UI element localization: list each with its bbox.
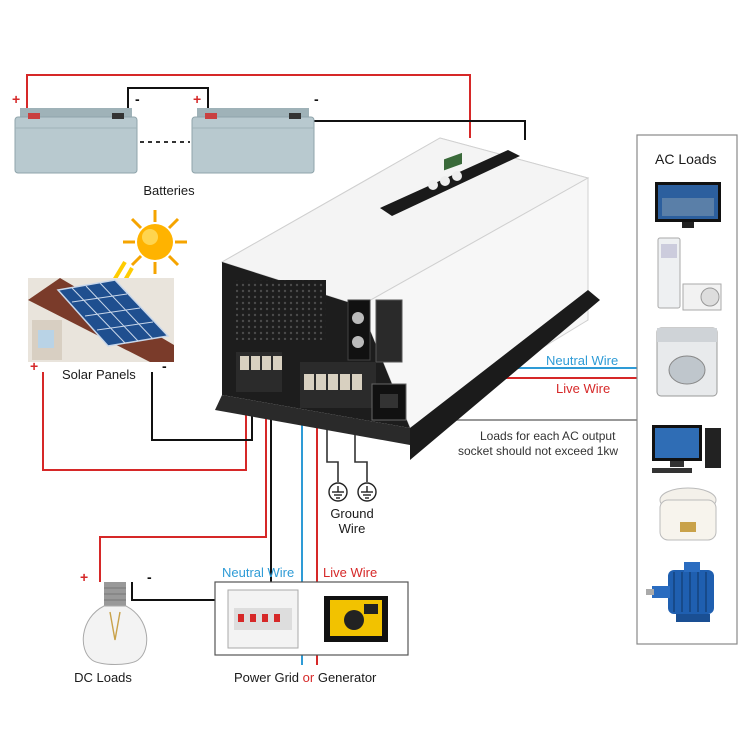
- rice-cooker-icon: [659, 487, 717, 541]
- ground-symbol-icon: [357, 482, 377, 502]
- light-bulb-icon: [82, 582, 148, 665]
- generator-icon: [324, 596, 388, 642]
- load-note-line1: Loads for each AC output: [480, 429, 616, 443]
- air-conditioner-icon: [657, 237, 722, 311]
- battery1-minus: -: [135, 91, 140, 107]
- load-note-line2: socket should not exceed 1kw: [458, 444, 619, 458]
- ac-loads-title: AC Loads: [655, 151, 717, 167]
- dc-load-plus: +: [80, 569, 89, 585]
- live-wire-label-bottom: Live Wire: [323, 565, 378, 580]
- batteries-label: Batteries: [143, 183, 195, 198]
- power-source-label: Power Grid or Generator: [234, 670, 376, 685]
- battery-series-wire: [127, 87, 209, 108]
- dc-load-minus: -: [147, 569, 152, 585]
- dc-load-negative-wire: [131, 408, 272, 601]
- washing-machine-icon: [656, 327, 718, 397]
- ground-wire-label-line2: Wire: [338, 521, 366, 536]
- breaker-panel-icon: [227, 589, 299, 649]
- battery-icon: [14, 108, 138, 174]
- solar-positive-wire: [42, 372, 247, 471]
- electric-motor-icon: [646, 562, 714, 622]
- neutral-wire-label-bottom: Neutral Wire: [222, 565, 295, 580]
- power-grid-text: Power Grid: [234, 670, 300, 685]
- ground-wires: [326, 418, 368, 482]
- battery-negative-wire: [307, 108, 526, 140]
- battery2-plus: +: [193, 91, 202, 107]
- solar-plus: +: [30, 358, 39, 374]
- load-limit-note: Loads for each AC output socket should n…: [458, 429, 618, 459]
- battery-positive-wire: [26, 74, 471, 138]
- solar-negative-wire: [151, 372, 253, 441]
- or-text: or: [302, 670, 315, 685]
- desktop-computer-icon: [652, 425, 721, 473]
- ground-wire-label-line1: Ground: [330, 506, 374, 521]
- inverter-icon: [215, 137, 600, 460]
- live-wire-label-right: Live Wire: [556, 381, 611, 396]
- battery-icon: [191, 108, 315, 174]
- battery2-minus: -: [314, 91, 319, 107]
- ground-symbol-icon: [328, 482, 348, 502]
- generator-text: Generator: [317, 670, 377, 685]
- dc-loads-label: DC Loads: [74, 670, 132, 685]
- solar-minus: -: [162, 358, 167, 374]
- dc-load-positive-wire: [99, 408, 267, 582]
- neutral-wire-label-right: Neutral Wire: [546, 353, 619, 368]
- tv-icon: [655, 182, 721, 228]
- battery1-plus: +: [12, 91, 21, 107]
- solar-panel-house-icon: [28, 278, 174, 362]
- solar-panels-label: Solar Panels: [62, 367, 136, 382]
